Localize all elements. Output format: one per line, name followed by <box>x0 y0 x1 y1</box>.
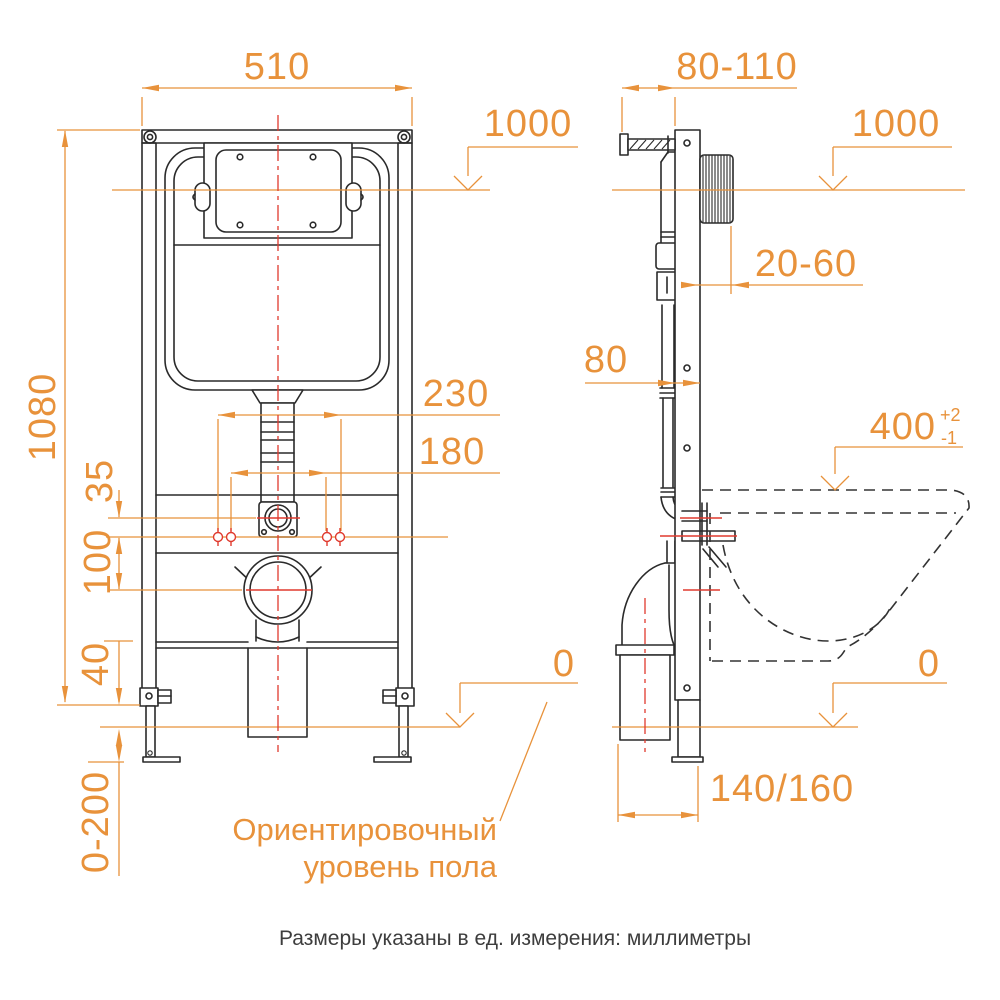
dim-inlet-offset <box>106 490 448 591</box>
dim-outlet-distance <box>617 744 699 822</box>
units-caption: Размеры указаны в ед. измерения: миллиме… <box>279 927 751 950</box>
label-drain-offset: 100 <box>77 529 119 595</box>
dim-bottom-offsets <box>88 640 133 876</box>
level-mark-1000-front <box>112 146 578 191</box>
labels: 510 1000 1080 230 180 35 100 40 0-200 0 … <box>22 46 961 950</box>
label-level-1000-front: 1000 <box>484 103 573 145</box>
dim-frame-depth <box>585 379 700 387</box>
label-inner-studs: 180 <box>419 431 485 473</box>
label-floor-zero-side: 0 <box>918 643 940 685</box>
mounting-studs <box>212 528 346 546</box>
dimensions <box>57 84 965 876</box>
label-frame-height: 1080 <box>22 373 64 462</box>
floor-note-line1: Ориентировочный <box>232 812 497 847</box>
drain-elbow <box>615 540 677 741</box>
crossbars <box>155 494 399 554</box>
label-frame-width: 510 <box>244 46 310 88</box>
floor-note-line2: уровень пола <box>303 849 497 884</box>
bottom-crossbar <box>155 641 399 738</box>
label-leg-range: 0-200 <box>75 771 117 873</box>
right-leg <box>373 687 415 763</box>
label-corrugation-range: 20-60 <box>755 243 857 285</box>
label-bowl-height: 400 <box>870 406 936 448</box>
frame-profile <box>671 129 704 763</box>
dim-corrugation-range <box>681 226 863 294</box>
left-leg <box>139 687 181 763</box>
toilet-bowl-outline <box>702 489 970 662</box>
side-view <box>615 129 970 763</box>
dim-frame-height <box>57 129 140 706</box>
label-rod-projection: 80-110 <box>676 46 798 88</box>
front-view <box>139 129 415 763</box>
corrugated-sleeve <box>699 154 734 224</box>
water-supply-pipe <box>655 151 685 522</box>
label-level-1000-side: 1000 <box>852 103 941 145</box>
dim-frame-width <box>141 84 413 126</box>
dim-bowl-height <box>820 446 963 491</box>
label-inlet-offset: 35 <box>79 459 121 503</box>
label-frame-depth: 80 <box>584 339 628 381</box>
floor-level-front <box>100 682 578 822</box>
hanger-rod <box>619 133 676 156</box>
label-outer-studs: 230 <box>423 373 489 415</box>
floor-level-side <box>612 682 947 728</box>
label-bowl-height-tol-plus: +2 <box>940 405 961 425</box>
dim-rod-projection <box>621 84 797 132</box>
label-outlet-distance: 140/160 <box>710 768 854 810</box>
label-bowl-height-tol-minus: -1 <box>941 428 957 448</box>
centerlines <box>212 115 737 752</box>
label-floor-zero-front: 0 <box>553 643 575 685</box>
label-bottom-offset: 40 <box>75 642 117 686</box>
dim-outer-studs <box>217 411 500 531</box>
dim-inner-studs <box>230 469 500 531</box>
level-mark-1000-side <box>612 146 965 191</box>
